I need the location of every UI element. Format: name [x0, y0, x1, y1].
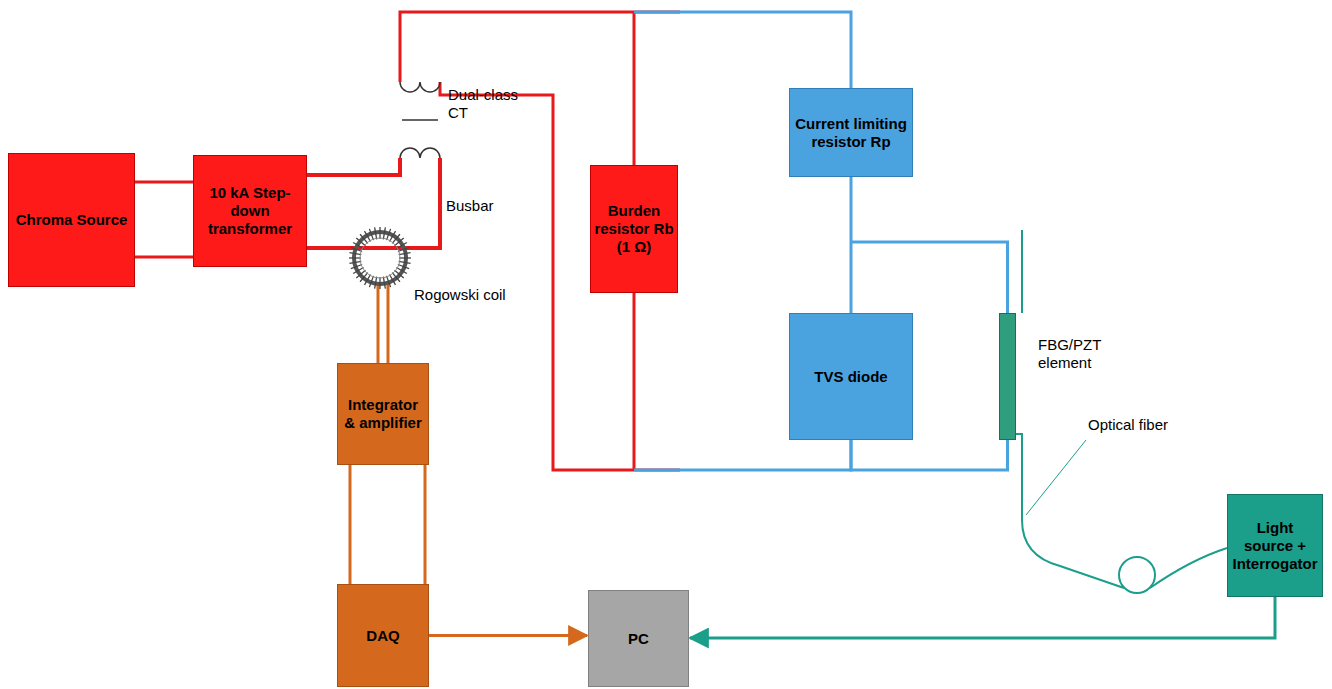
coil-winding — [399, 261, 411, 263]
wire-segment — [350, 465, 425, 584]
coil-winding — [386, 276, 390, 287]
coil-windings — [349, 227, 411, 289]
coil-winding — [369, 276, 373, 287]
wire-segment — [429, 634, 587, 637]
box-label: DAQ — [363, 624, 402, 648]
coil-winding — [365, 231, 371, 241]
box-label: Chroma Source — [13, 208, 131, 232]
wire-segment — [633, 12, 636, 165]
interrogator-box: Light source + Interrogator — [1227, 494, 1323, 597]
rogowski-coil-inner — [360, 238, 400, 278]
coil-winding — [351, 264, 362, 268]
wire-segment — [633, 293, 636, 470]
part-label: Optical fiber — [1088, 416, 1198, 434]
box-label: Current limiting resistor Rp — [790, 112, 912, 154]
box-label: 10 kA Step-down transformer — [194, 181, 306, 241]
wire-segment — [135, 182, 193, 257]
resistor-box: Current limiting resistor Rp — [789, 88, 913, 177]
resistor-box: Burden resistor Rb (1 Ω) — [590, 165, 678, 293]
coil-winding — [353, 268, 363, 274]
coil-winding — [390, 274, 396, 284]
coil-winding — [349, 253, 361, 255]
wire-connector — [690, 597, 1275, 638]
wire-connector — [429, 635, 587, 636]
leader-line — [1026, 440, 1086, 515]
coil-winding — [375, 227, 377, 239]
fbg-element: FBG/PZT element — [999, 313, 1016, 440]
fiber-end — [1021, 230, 1023, 313]
coil-winding — [349, 257, 361, 258]
ct-secondary-wire — [440, 82, 680, 470]
wire-segment — [851, 242, 1008, 313]
coil-winding — [398, 247, 409, 251]
coil-winding — [383, 227, 385, 239]
coil-winding — [379, 227, 380, 239]
source-box: Chroma Source — [8, 153, 135, 287]
part-label: Dual-class CT — [448, 86, 528, 122]
rogowski-coil — [354, 232, 406, 284]
coil-winding — [383, 277, 385, 289]
box-label: Light source + Interrogator — [1228, 516, 1322, 576]
wire-connector — [350, 465, 425, 584]
diode-box: TVS diode — [789, 313, 913, 440]
coil-winding — [396, 243, 406, 249]
wire-segment — [850, 177, 853, 313]
coil-winding — [386, 229, 390, 240]
coil-winding — [351, 247, 362, 251]
busbar — [307, 158, 400, 175]
wire-connector — [1016, 434, 1227, 588]
wire-segment — [851, 440, 1008, 470]
coil-winding — [398, 264, 409, 268]
wire-segment — [690, 597, 1275, 638]
daq-box: DAQ — [337, 584, 429, 687]
pc-box: PC — [588, 590, 689, 687]
coil-winding — [349, 261, 361, 263]
wire-connector — [851, 440, 1008, 470]
wire-segment — [634, 12, 851, 88]
box-label: Integrator & amplifier — [338, 393, 428, 435]
coil-winding — [379, 277, 380, 289]
ct-core — [402, 119, 438, 121]
wire-segment — [634, 440, 851, 470]
rogowski-leads — [378, 282, 388, 363]
integrator-box: Integrator & amplifier — [337, 363, 429, 465]
wire-connector — [851, 177, 852, 313]
element-label: FBG/PZT element — [1038, 336, 1118, 372]
box-label: PC — [625, 627, 652, 651]
coil-winding — [399, 257, 411, 258]
box-label: TVS diode — [811, 365, 890, 389]
coil-winding — [375, 277, 377, 289]
coil-winding — [399, 253, 411, 255]
fiber-loop — [1119, 557, 1155, 593]
wire-connector — [851, 242, 1008, 313]
ct-primary-coil — [400, 148, 440, 158]
transformer-box: 10 kA Step-down transformer — [193, 155, 307, 267]
part-label: Rogowski coil — [414, 286, 524, 304]
part-label: Busbar — [446, 197, 526, 215]
ct-secondary-coil — [400, 82, 440, 92]
ct-secondary-wire — [400, 12, 680, 82]
box-label: Burden resistor Rb (1 Ω) — [591, 199, 677, 259]
wire-connector — [135, 182, 193, 257]
coil-winding — [369, 229, 373, 240]
wire-segment — [1016, 434, 1227, 588]
